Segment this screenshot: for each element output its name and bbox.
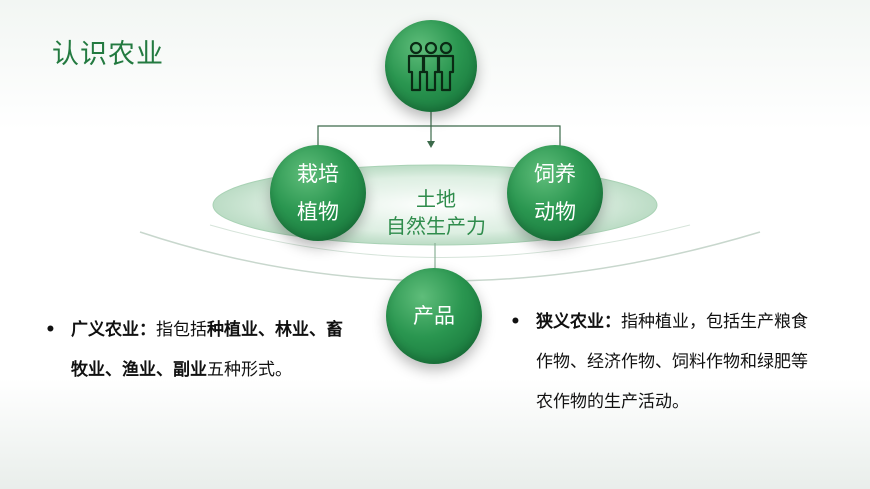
broad-agriculture-definition: • 广义农业：指包括种植业、林业、畜牧业、渔业、副业五种形式。 <box>45 310 345 390</box>
narrow-term: 狭义农业 <box>536 312 604 332</box>
cultivate-line-1: 栽培 <box>297 162 339 186</box>
connector-arrow <box>427 141 435 148</box>
farmers-circle <box>385 20 477 112</box>
branch-line <box>317 125 561 150</box>
raise-line-2: 动物 <box>534 200 576 224</box>
land-line-2: 自然生产力 <box>386 214 486 238</box>
people-group-icon <box>407 41 455 92</box>
broad-colon: ： <box>139 320 156 340</box>
product-circle: 产品 <box>386 268 482 364</box>
narrow-agriculture-definition: • 狭义农业：指种植业，包括生产粮食作物、经济作物、饲料作物和绿肥等农作物的生产… <box>510 302 810 422</box>
broad-term: 广义农业 <box>71 320 139 340</box>
land-line-1: 土地 <box>416 187 456 211</box>
broad-items-2: 林业、畜牧业、渔业、副业 <box>71 320 343 380</box>
broad-suffix: 五种形式。 <box>207 360 292 380</box>
orbit-arc-inner <box>209 224 691 258</box>
cultivate-plants-circle: 栽培 植物 <box>270 145 366 241</box>
broad-prefix: 指包括 <box>156 320 207 340</box>
broad-items-1: 种植业、 <box>207 320 275 340</box>
product-label: 产品 <box>413 304 455 328</box>
narrow-text: 指种植业，包括生产粮食作物、经济作物、饲料作物和绿肥等农作物的生产活动。 <box>536 312 808 412</box>
bullet: • <box>510 312 521 332</box>
background-bottom-clouds <box>0 379 870 489</box>
land-label: 土地 自然生产力 <box>370 186 502 240</box>
narrow-colon: ： <box>604 312 621 332</box>
bullet: • <box>45 320 56 340</box>
cultivate-line-2: 植物 <box>297 200 339 224</box>
raise-animals-circle: 饲养 动物 <box>507 145 603 241</box>
page-title: 认识农业 <box>52 39 164 70</box>
raise-line-1: 饲养 <box>534 162 576 186</box>
